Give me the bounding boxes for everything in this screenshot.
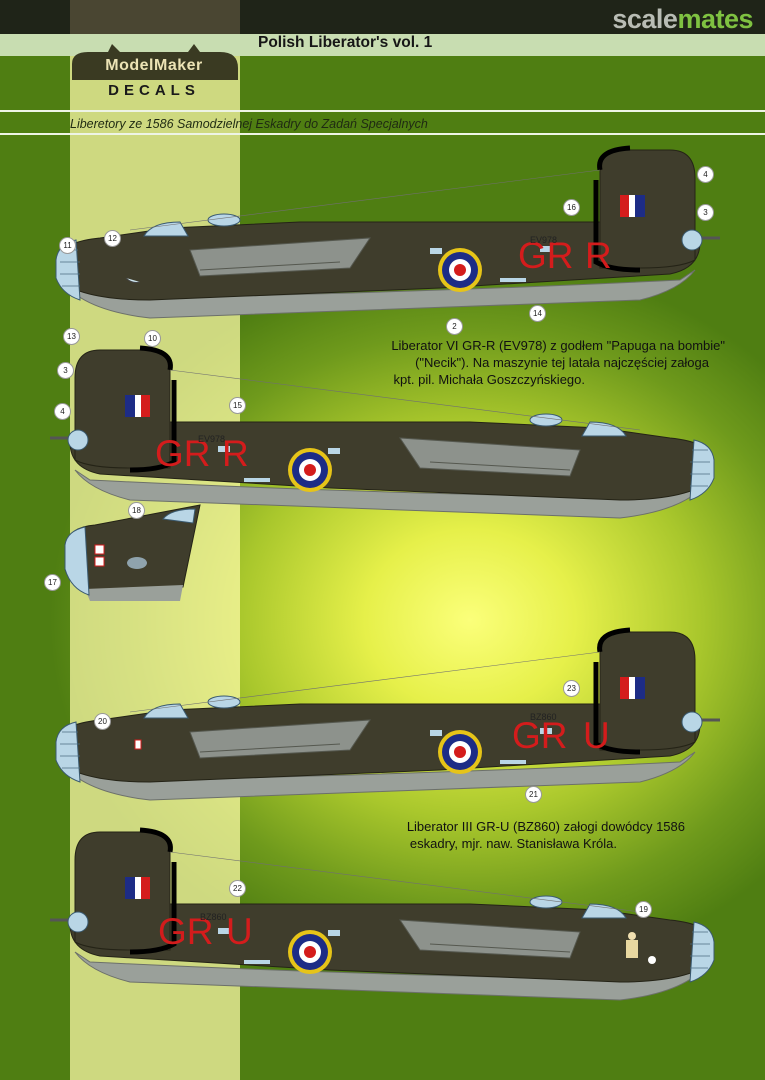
modelmaker-logo: ModelMaker DECALS	[68, 40, 240, 103]
polish-checker-icon	[134, 739, 142, 750]
serial: EV978	[198, 434, 225, 444]
code-right: U	[226, 911, 253, 952]
figure-with-dog-icon	[626, 932, 656, 964]
callout-15: 15	[229, 397, 246, 414]
scalemates-logo[interactable]: scalemates	[612, 4, 753, 35]
aircraft-profile-gr-u-left: GR U BZ860	[40, 632, 730, 822]
caption-line: Liberator III GR-U (BZ860) załogi dowódc…	[406, 819, 685, 834]
callout-13: 13	[63, 328, 80, 345]
aircraft-profile-gr-r-right: GR R EV978	[40, 350, 730, 540]
code-left: GR	[512, 715, 568, 756]
liberator-gr-r-right-icon: GR R EV978	[40, 350, 730, 540]
code-left: GR	[155, 433, 211, 474]
code-left: GR	[518, 235, 574, 276]
liberator-gr-u-right-icon: GR U BZ860	[40, 832, 730, 1022]
caption-line: Liberator VI GR-R (EV978) z godłem "Papu…	[391, 338, 725, 353]
caption-line: ("Necik"). Na maszynie tej latała najczę…	[415, 355, 709, 370]
nose-detail-icon	[64, 504, 201, 601]
aircraft-profile-gr-r-left: GR R EV978	[40, 150, 730, 340]
divider-line	[0, 133, 765, 135]
serial: EV978	[530, 235, 557, 245]
caption-line: eskadry, mjr. naw. Stanisława Króla.	[409, 836, 617, 851]
nose-detail-gr-r	[55, 504, 205, 605]
callout-12: 12	[104, 230, 121, 247]
page-title: Polish Liberator's vol. 1	[258, 34, 433, 51]
divider-line	[0, 110, 765, 112]
brand-part-b: mates	[677, 4, 753, 34]
brand-part-a: scale	[612, 4, 678, 34]
callout-23: 23	[563, 680, 580, 697]
code-right: R	[222, 433, 249, 474]
callout-19: 19	[635, 901, 652, 918]
logo-shape-icon	[72, 44, 238, 80]
caption-gr-u: Liberator III GR-U (BZ860) załogi dowódc…	[310, 818, 685, 852]
parrot-emblem-icon	[125, 277, 141, 283]
callout-20: 20	[94, 713, 111, 730]
liberator-gr-u-left-icon: GR U BZ860	[40, 632, 730, 822]
page-subtitle: Liberetory ze 1586 Samodzielnej Eskadry …	[70, 117, 428, 131]
code-right: R	[585, 235, 612, 276]
serial: BZ860	[530, 712, 557, 722]
callout-10: 10	[144, 330, 161, 347]
callout-4: 4	[54, 403, 71, 420]
callout-3: 3	[697, 204, 714, 221]
callout-18: 18	[128, 502, 145, 519]
callout-14: 14	[529, 305, 546, 322]
callout-3: 3	[57, 362, 74, 379]
callout-21: 21	[525, 786, 542, 803]
callout-16: 16	[563, 199, 580, 216]
callout-22: 22	[229, 880, 246, 897]
callout-11: 11	[59, 237, 76, 254]
caption-gr-r: Liberator VI GR-R (EV978) z godłem "Papu…	[310, 337, 725, 388]
top-tab	[70, 0, 240, 34]
code-left: GR	[158, 911, 214, 952]
code-right: U	[583, 715, 610, 756]
caption-line: kpt. pil. Michała Goszczyńskiego.	[393, 372, 585, 387]
callout-2: 2	[446, 318, 463, 335]
aircraft-profile-gr-u-right: GR U BZ860	[40, 832, 730, 1022]
callout-17: 17	[44, 574, 61, 591]
liberator-gr-r-left-icon: GR R EV978	[40, 150, 730, 340]
top-bar: scalemates	[0, 0, 765, 34]
logo-line-2: DECALS	[108, 82, 200, 99]
logo-line-1: ModelMaker	[105, 57, 203, 74]
callout-4: 4	[697, 166, 714, 183]
serial: BZ860	[200, 912, 227, 922]
